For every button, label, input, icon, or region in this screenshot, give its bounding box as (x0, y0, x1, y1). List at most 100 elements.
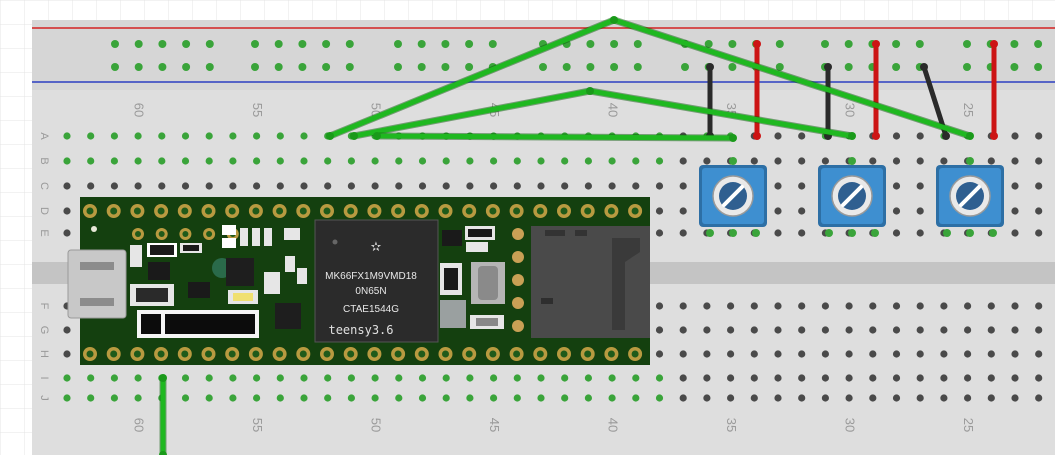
smd-component (222, 238, 236, 248)
connector-slot (476, 318, 498, 326)
breadboard-hole (158, 157, 166, 165)
breadboard-hole (134, 394, 142, 402)
breadboard-hole (1011, 302, 1019, 310)
breadboard-hole (798, 350, 806, 358)
breadboard-hole (987, 374, 995, 382)
header-pin-hole (347, 207, 355, 215)
header-pin-hole (110, 207, 118, 215)
breadboard-hole (892, 394, 901, 402)
breadboard-hole (679, 394, 687, 402)
rail-hole (158, 40, 167, 48)
rail-hole (844, 40, 853, 48)
header-pin-hole (607, 207, 615, 215)
breadboard-hole (347, 394, 355, 402)
header-pin-hole (607, 350, 615, 358)
breadboard-hole (276, 157, 284, 165)
breadboard-hole (774, 207, 782, 215)
row-letter: G (38, 326, 50, 335)
breadboard-hole (490, 182, 498, 190)
smd-component (188, 282, 210, 298)
header-pin-hole (560, 207, 568, 215)
rail-hole (681, 63, 689, 71)
potentiometer-pin (752, 229, 760, 237)
rail-hole (633, 63, 642, 71)
header-pin-hole (370, 350, 378, 358)
rail-hole (633, 40, 642, 48)
breadboard-hole (655, 394, 664, 402)
usb-controller-chip (226, 258, 254, 286)
breadboard-hole (205, 132, 213, 140)
header-pin-hole (228, 350, 236, 358)
breadboard-hole (869, 157, 877, 165)
signal-wire-end (350, 132, 358, 140)
breadboard-hole (324, 374, 332, 382)
breadboard-hole (110, 394, 118, 402)
breadboard-hole (987, 302, 995, 310)
breadboard-hole (821, 157, 830, 165)
rail-hole (298, 40, 307, 48)
breadboard-hole (679, 207, 687, 215)
breadboard-hole (1011, 132, 1019, 140)
potentiometer-pin (848, 157, 856, 165)
rail-hole (205, 63, 214, 71)
breadboard-hole (561, 394, 569, 402)
breadboard-hole (371, 394, 379, 402)
smd-component (130, 245, 142, 267)
breadboard-hole (87, 132, 95, 140)
breadboard-hole (655, 157, 664, 165)
power-wire-end (753, 132, 761, 140)
breadboard-hole (87, 182, 95, 190)
breadboard-hole (347, 182, 355, 190)
rail-hole (111, 63, 119, 71)
power-wire-end (990, 132, 998, 140)
breadboard-hole (181, 374, 190, 382)
header-pin-hole (158, 231, 165, 237)
rail-hole (586, 63, 595, 71)
breadboard-hole (892, 157, 901, 165)
breadboard-hole (632, 182, 640, 190)
smd-component (440, 300, 466, 328)
header-pin-hole (205, 207, 212, 215)
breadboard-hole (727, 302, 735, 310)
potentiometer (818, 157, 886, 237)
breadboard-hole (584, 374, 593, 382)
potentiometer-pin (943, 229, 951, 237)
rail-hole (963, 63, 971, 71)
smd-component (222, 225, 236, 235)
header-pin-hole (86, 207, 94, 215)
breadboard-hole (869, 326, 877, 334)
rail-hole (465, 63, 474, 71)
breadboard-hole (324, 182, 332, 190)
breadboard-hole (798, 229, 806, 237)
potentiometer-pin (729, 157, 737, 165)
rail-hole (610, 63, 619, 71)
breadboard-hole (1011, 350, 1019, 358)
header-pin-hole (560, 350, 568, 358)
breadboard-hole (1011, 182, 1019, 190)
breadboard-hole (158, 182, 166, 190)
ground-wire-end (824, 63, 832, 71)
breadboard-hole (300, 182, 308, 190)
breadboard-hole (892, 207, 901, 215)
potentiometer-slot (959, 185, 981, 207)
usb-slot (80, 262, 114, 270)
header-pin-hole (513, 207, 521, 215)
breadboard-hole (1035, 132, 1043, 140)
rail-hole (274, 40, 283, 48)
header-pin-hole (489, 207, 497, 215)
header-pin-hole (157, 207, 165, 215)
breadboard-hole (395, 374, 403, 382)
breadboard-hole (584, 182, 593, 190)
usb-slot (80, 298, 114, 306)
column-number: 25 (961, 103, 976, 117)
breadboard-hole (821, 394, 830, 402)
breadboard-hole (703, 302, 711, 310)
header-pin-hole (584, 207, 592, 215)
breadboard-hole (798, 132, 806, 140)
rail-hole (298, 63, 307, 71)
breadboard-hole (63, 132, 71, 140)
breadboard-hole (940, 350, 948, 358)
breadboard-hole (537, 157, 545, 165)
breadboard-hole (63, 182, 71, 190)
breadboard-hole (774, 302, 782, 310)
